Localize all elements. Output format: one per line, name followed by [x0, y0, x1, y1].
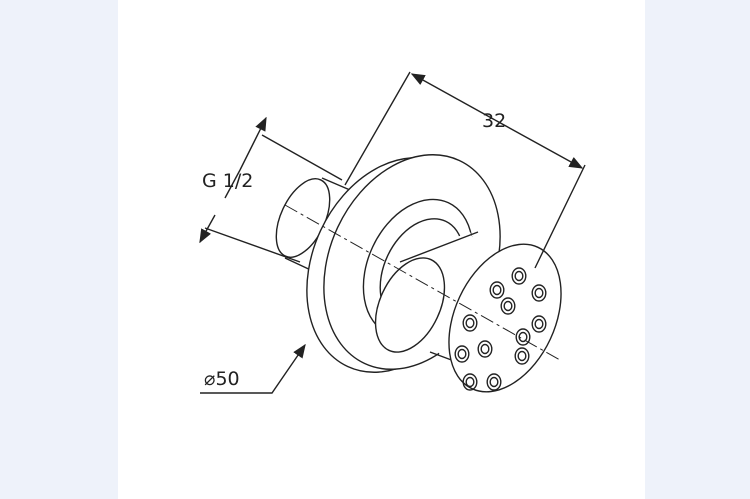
- jet-nozzle: [486, 373, 502, 391]
- dimension-length: [344, 71, 586, 269]
- jet-nozzle: [503, 300, 513, 312]
- jet-nozzle: [462, 314, 478, 332]
- dimension-thread: [199, 116, 343, 263]
- jet-nozzle: [514, 347, 530, 365]
- jet-nozzle: [500, 297, 516, 315]
- diameter-value: 50: [215, 368, 240, 390]
- jet-nozzle: [531, 315, 547, 333]
- jet-nozzle: [462, 373, 478, 391]
- jet-nozzle: [514, 270, 524, 282]
- jet-nozzle: [531, 284, 547, 302]
- jet-nozzle: [511, 267, 527, 285]
- jet-nozzle: [465, 376, 475, 388]
- jet-nozzle: [457, 348, 467, 360]
- jet-nozzle: [489, 376, 499, 388]
- jet-nozzle: [465, 317, 475, 329]
- dimension-diameter: [200, 343, 306, 394]
- thread-label: G 1/2: [202, 170, 254, 192]
- jet-nozzle: [480, 343, 490, 355]
- jet-nozzle: [515, 328, 531, 346]
- diameter-label: ⌀50: [204, 368, 240, 390]
- jet-nozzle: [517, 350, 527, 362]
- centre-line: [284, 204, 561, 361]
- jet-nozzles: [454, 267, 547, 391]
- jet-nozzle: [477, 340, 493, 358]
- jet-nozzle: [454, 345, 470, 363]
- jet-nozzle: [489, 281, 505, 299]
- jet-nozzle: [492, 284, 502, 296]
- diameter-symbol: ⌀: [204, 368, 216, 390]
- nozzle-body: [374, 231, 562, 393]
- jet-nozzle: [534, 287, 544, 299]
- jet-nozzle: [534, 318, 544, 330]
- length-label: 32: [482, 110, 507, 132]
